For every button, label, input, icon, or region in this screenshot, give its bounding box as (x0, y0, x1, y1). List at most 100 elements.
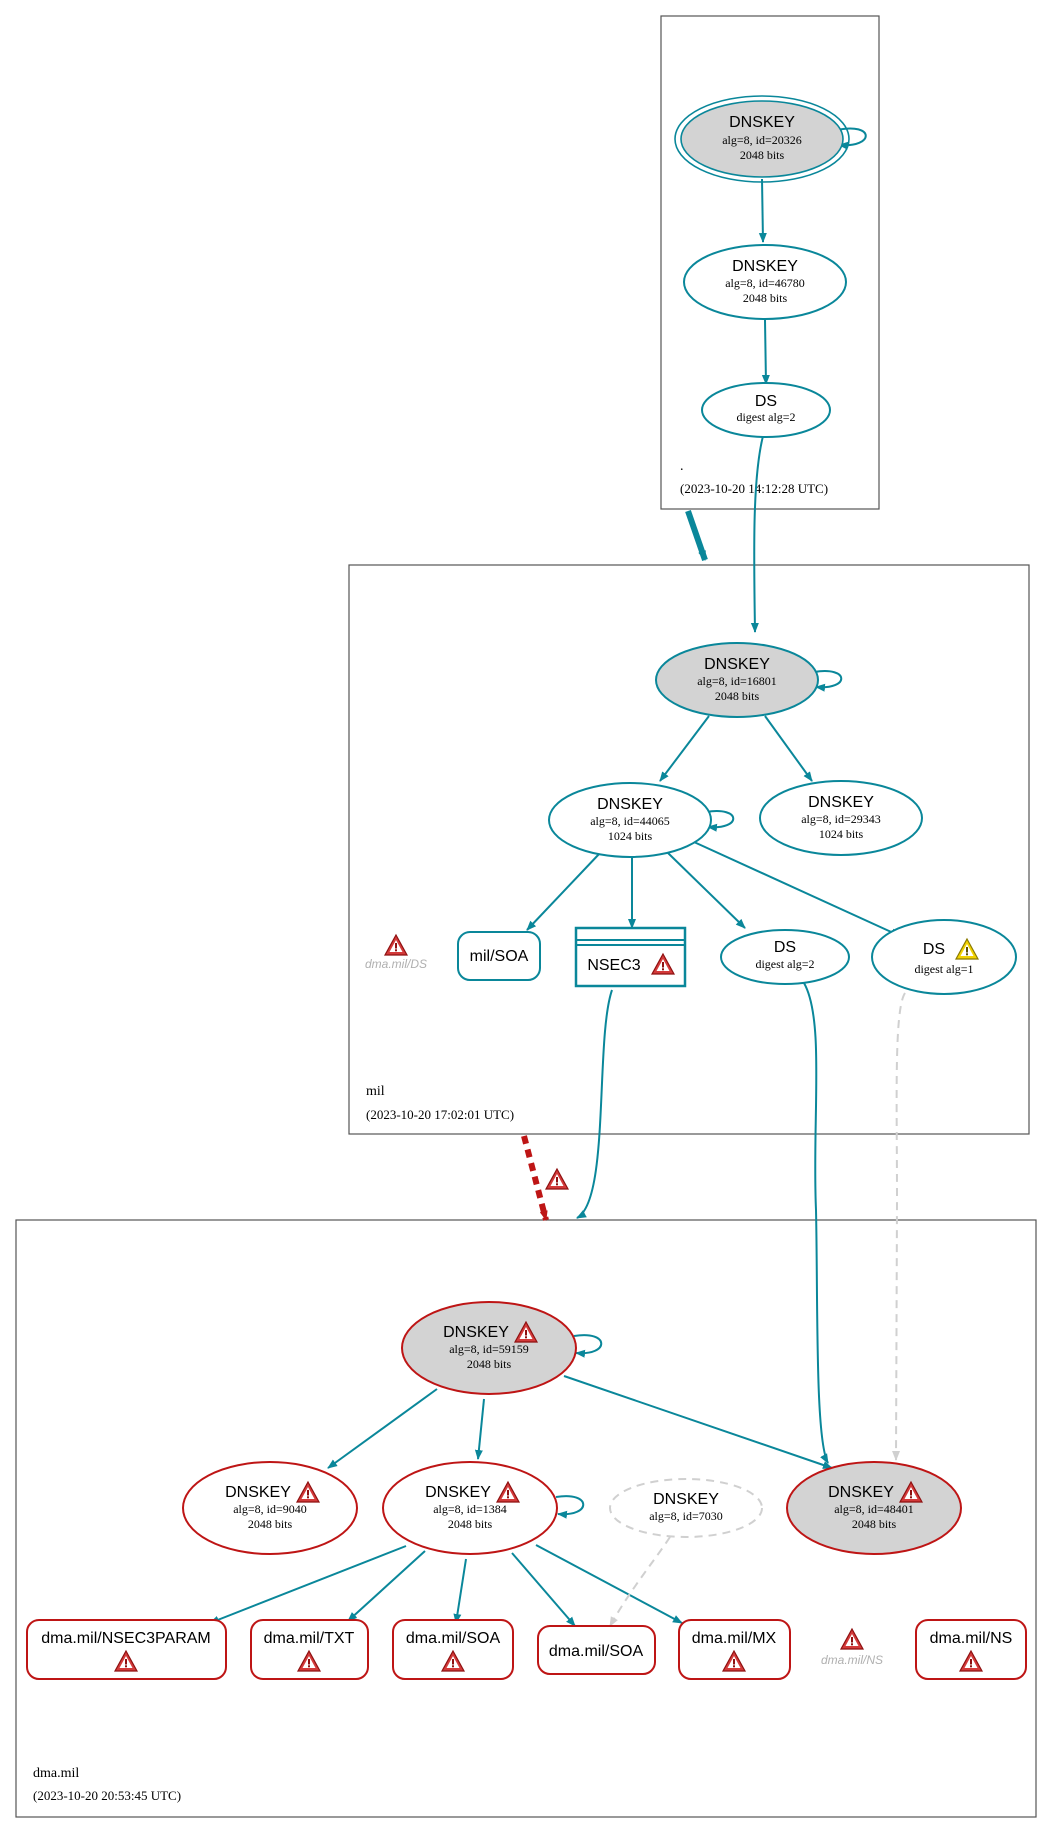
node-detail: 1024 bits (608, 829, 653, 843)
node-mil-zsk2[interactable]: DNSKEY alg=8, id=29343 1024 bits (759, 780, 923, 856)
node-detail: 2048 bits (448, 1517, 493, 1531)
edge-dma-1384-soa2 (511, 1552, 576, 1627)
node-detail: 2048 bits (715, 689, 760, 703)
node-root-ksk[interactable]: DNSKEY alg=8, id=20326 2048 bits (674, 95, 850, 183)
node-title: DNSKEY (597, 796, 663, 813)
node-title: DNSKEY (808, 794, 874, 811)
node-title: DNSKEY (729, 114, 795, 131)
node-title: DNSKEY (653, 1491, 719, 1508)
node-dma-48401[interactable]: DNSKEY alg=8, id=48401 2048 bits (786, 1461, 962, 1555)
zone-root-name: . (680, 459, 684, 474)
node-detail: 2048 bits (852, 1517, 897, 1531)
node-title: DS (755, 393, 777, 410)
edge-mil-ds2-dma-48401 (803, 982, 829, 1464)
edge-mil-zsk-ds2 (667, 852, 746, 929)
node-root-zsk[interactable]: DNSKEY alg=8, id=46780 2048 bits (683, 244, 847, 320)
loop-mil-zsk (705, 810, 735, 832)
node-mil-ds-missing[interactable]: dma.mil/DS (365, 934, 427, 971)
edge-mil-ksk-zsk2 (764, 715, 813, 782)
loop-mil-ksk (813, 670, 843, 692)
node-label: dma.mil/NS (821, 1653, 883, 1667)
error-icon (384, 934, 408, 956)
node-dma-ksk[interactable]: DNSKEY alg=8, id=59159 2048 bits (401, 1301, 577, 1395)
node-label: dma.mil/SOA (406, 1630, 501, 1647)
rr-nsec3param[interactable]: dma.mil/NSEC3PARAM (26, 1619, 227, 1680)
zone-root-timestamp: (2023-10-20 14:12:28 UTC) (680, 481, 828, 496)
node-detail: alg=8, id=9040 (233, 1502, 307, 1516)
node-title: DNSKEY (443, 1324, 509, 1341)
node-mil-ds1[interactable]: DS digest alg=1 (871, 919, 1017, 995)
node-detail: digest alg=2 (736, 410, 795, 424)
edge-mil-zsk-soa (526, 852, 601, 931)
node-mil-ds2[interactable]: DS digest alg=2 (720, 929, 850, 985)
edge-dma-1384-soa1 (453, 1558, 467, 1624)
loop-root-ksk (836, 127, 867, 150)
zone-dma-name: dma.mil (33, 1766, 79, 1781)
node-label: NSEC3 (587, 957, 640, 974)
node-title: DS (923, 941, 945, 958)
node-mil-zsk[interactable]: DNSKEY alg=8, id=44065 1024 bits (548, 782, 712, 858)
node-label: dma.mil/DS (365, 957, 427, 971)
node-detail: alg=8, id=48401 (834, 1502, 914, 1516)
delegation-error-icon (545, 1168, 569, 1190)
zone-root: . (2023-10-20 14:12:28 UTC) (660, 15, 880, 510)
node-title: DNSKEY (425, 1484, 491, 1501)
rr-txt[interactable]: dma.mil/TXT (250, 1619, 369, 1680)
edge-mil-ksk-zsk (659, 715, 710, 782)
node-mil-soa[interactable]: mil/SOA (457, 931, 541, 981)
node-label: mil/SOA (470, 948, 529, 965)
edge-mil-nsec3-dma (576, 989, 613, 1219)
node-detail: alg=8, id=20326 (722, 133, 802, 147)
node-detail: alg=8, id=46780 (725, 276, 805, 290)
node-detail: 2048 bits (248, 1517, 293, 1531)
zone-mil-name: mil (366, 1084, 385, 1099)
edge-dma-1384-mx (535, 1544, 683, 1624)
edge-dma-ksk-9040 (327, 1388, 438, 1469)
rr-mx[interactable]: dma.mil/MX (678, 1619, 791, 1680)
rr-ns-missing[interactable]: dma.mil/NS (821, 1628, 883, 1667)
node-detail: alg=8, id=7030 (649, 1509, 723, 1523)
edge-mil-ds1-dma-48401 (892, 992, 906, 1461)
node-mil-ksk[interactable]: DNSKEY alg=8, id=16801 2048 bits (655, 642, 819, 718)
edge-dma-ksk-1384 (474, 1398, 485, 1460)
loop-dma-ksk (573, 1334, 603, 1358)
node-detail: alg=8, id=1384 (433, 1502, 507, 1516)
node-detail: 2048 bits (467, 1357, 512, 1371)
zone-mil: mil (2023-10-20 17:02:01 UTC) (348, 564, 1030, 1135)
edge-mil-dma-delegation-bogus (521, 1135, 549, 1221)
rr-ns[interactable]: dma.mil/NS (915, 1619, 1027, 1680)
node-label: dma.mil/TXT (264, 1630, 355, 1647)
node-mil-nsec3[interactable]: NSEC3 (574, 926, 687, 988)
zone-dma-timestamp: (2023-10-20 20:53:45 UTC) (33, 1788, 181, 1803)
edge-root-ds-mil-ksk (750, 435, 764, 633)
zone-dma: dma.mil (2023-10-20 20:53:45 UTC) (15, 1219, 1037, 1818)
node-dma-9040[interactable]: DNSKEY alg=8, id=9040 2048 bits (182, 1461, 358, 1555)
edge-dma-ksk-48401 (563, 1375, 833, 1469)
edge-root-zsk-ds (761, 319, 770, 385)
node-label: dma.mil/NS (930, 1630, 1013, 1647)
edges (209, 127, 906, 1627)
error-icon (840, 1628, 864, 1650)
node-detail: 2048 bits (740, 148, 785, 162)
node-detail: alg=8, id=16801 (697, 674, 777, 688)
node-dma-7030[interactable]: DNSKEY alg=8, id=7030 (609, 1478, 763, 1538)
rr-soa-1[interactable]: dma.mil/SOA (392, 1619, 514, 1680)
node-dma-1384[interactable]: DNSKEY alg=8, id=1384 2048 bits (382, 1461, 558, 1555)
edge-dma-7030-soa2 (609, 1536, 671, 1627)
edge-root-ksk-zsk (758, 178, 767, 243)
node-title: DNSKEY (732, 258, 798, 275)
node-detail: alg=8, id=59159 (449, 1342, 529, 1356)
node-title: DS (774, 939, 796, 956)
edge-mil-zsk-ds1 (693, 841, 901, 937)
node-detail: digest alg=1 (914, 962, 973, 976)
node-label: dma.mil/NSEC3PARAM (41, 1630, 211, 1647)
node-root-ds[interactable]: DS digest alg=2 (701, 382, 831, 438)
node-title: DNSKEY (225, 1484, 291, 1501)
node-detail: digest alg=2 (755, 957, 814, 971)
node-detail: alg=8, id=44065 (590, 814, 670, 828)
edge-root-mil-delegation (685, 510, 708, 561)
node-title: DNSKEY (704, 656, 770, 673)
node-label: dma.mil/MX (692, 1630, 777, 1647)
rr-soa-2[interactable]: dma.mil/SOA (537, 1625, 656, 1675)
